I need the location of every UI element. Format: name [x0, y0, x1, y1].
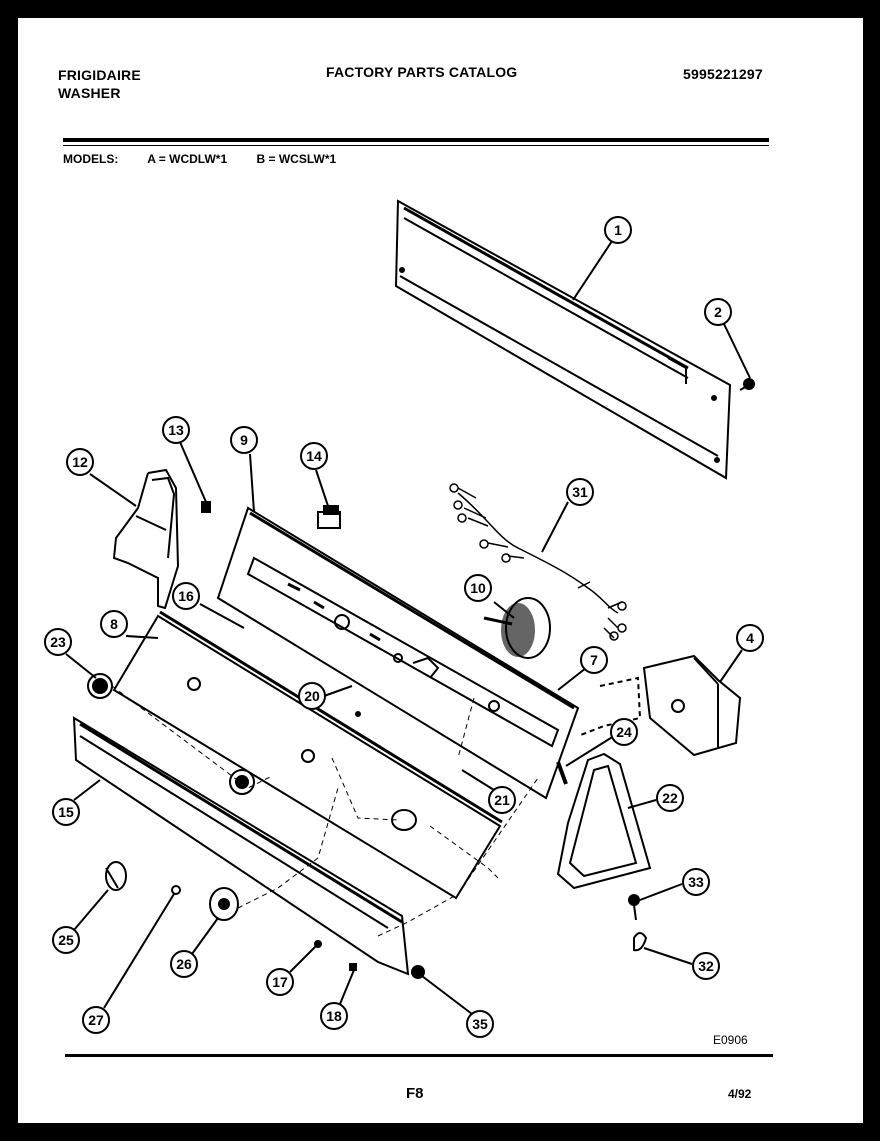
callout-22: 22 — [627, 784, 684, 812]
svg-text:12: 12 — [72, 454, 88, 470]
callout-13: 13 — [162, 416, 207, 503]
callout-21: 21 — [461, 769, 516, 814]
catalog-part-number: 5995221297 — [683, 66, 763, 82]
callout-7: 7 — [557, 646, 608, 691]
callout-20: 20 — [298, 682, 353, 710]
callout-16: 16 — [172, 582, 245, 629]
svg-text:2: 2 — [714, 304, 722, 320]
part-clip-13 — [201, 501, 211, 513]
callout-31: 31 — [541, 478, 594, 553]
callout-35: 35 — [421, 975, 494, 1038]
svg-text:16: 16 — [178, 588, 194, 604]
brand-block: FRIGIDAIRE WASHER — [58, 66, 141, 102]
svg-text:8: 8 — [110, 616, 118, 632]
callout-15: 15 — [52, 779, 101, 826]
svg-text:25: 25 — [58, 932, 74, 948]
callout-23: 23 — [44, 628, 97, 679]
svg-text:13: 13 — [168, 422, 184, 438]
svg-text:33: 33 — [688, 874, 704, 890]
callout-26: 26 — [170, 917, 219, 978]
part-knob-23 — [87, 673, 113, 699]
callout-1: 1 — [572, 216, 632, 301]
part-knob-25 — [105, 861, 127, 891]
part-35 — [411, 965, 425, 979]
callout-2: 2 — [704, 298, 751, 379]
model-a: A = WCDLW*1 — [147, 152, 228, 166]
svg-text:26: 26 — [176, 956, 192, 972]
page-number: F8 — [406, 1085, 424, 1102]
part-front-panel — [112, 610, 503, 900]
callout-14: 14 — [300, 442, 329, 507]
callout-18: 18 — [320, 969, 355, 1030]
callout-8: 8 — [100, 610, 159, 639]
part-pressure-switch — [577, 654, 742, 757]
svg-text:4: 4 — [746, 630, 754, 646]
svg-text:23: 23 — [50, 634, 66, 650]
diagram-code: E0906 — [713, 1033, 748, 1047]
part-bracket-left — [112, 468, 180, 610]
svg-text:15: 15 — [58, 804, 74, 820]
part-control-panel — [216, 506, 580, 800]
svg-text:22: 22 — [662, 790, 678, 806]
svg-text:18: 18 — [326, 1008, 342, 1024]
models-label: MODELS: — [63, 152, 119, 166]
svg-text:24: 24 — [616, 724, 632, 740]
callout-17: 17 — [266, 943, 319, 996]
product-type: WASHER — [58, 85, 121, 101]
header-rule — [63, 138, 769, 142]
callout-32: 32 — [643, 947, 720, 980]
date-code: 4/92 — [728, 1087, 752, 1101]
svg-text:35: 35 — [472, 1016, 488, 1032]
svg-text:10: 10 — [470, 580, 486, 596]
svg-text:9: 9 — [240, 432, 248, 448]
part-dial-26 — [209, 887, 239, 921]
part-27 — [171, 885, 181, 895]
svg-text:14: 14 — [306, 448, 322, 464]
svg-text:17: 17 — [272, 974, 288, 990]
part-rear-panel — [394, 199, 732, 480]
part-32 — [633, 932, 648, 952]
brand-name: FRIGIDAIRE — [58, 67, 141, 83]
svg-text:1: 1 — [614, 222, 622, 238]
callout-27: 27 — [82, 893, 175, 1034]
callout-24: 24 — [565, 718, 638, 767]
svg-text:7: 7 — [590, 652, 598, 668]
part-screw-2 — [739, 378, 755, 391]
part-front-trim — [72, 716, 410, 976]
callout-4: 4 — [719, 624, 764, 683]
exploded-parts-diagram: 1 2 4 7 8 9 10 12 13 14 15 16 17 18 20 2… — [44, 199, 764, 1038]
svg-text:32: 32 — [698, 958, 714, 974]
part-18 — [349, 963, 357, 971]
footer-rule — [65, 1054, 773, 1057]
callout-10: 10 — [464, 574, 515, 619]
svg-text:20: 20 — [304, 688, 320, 704]
svg-text:27: 27 — [88, 1012, 104, 1028]
models-line: MODELS: A = WCDLW*1 B = WCSLW*1 — [63, 152, 362, 166]
callout-33: 33 — [639, 868, 710, 901]
callout-9: 9 — [230, 426, 258, 513]
callout-25: 25 — [52, 889, 109, 954]
part-bracket-right — [556, 752, 652, 890]
callout-12: 12 — [66, 448, 137, 507]
model-b: B = WCSLW*1 — [256, 152, 337, 166]
svg-text:31: 31 — [572, 484, 588, 500]
part-switch-14 — [317, 505, 341, 529]
part-timer — [483, 597, 551, 659]
part-wire-harness — [449, 483, 627, 641]
svg-text:21: 21 — [494, 792, 510, 808]
catalog-title: FACTORY PARTS CATALOG — [326, 64, 518, 80]
part-33 — [628, 894, 640, 921]
part-screw-24 — [556, 761, 568, 785]
header-rule-thin — [63, 145, 769, 146]
catalog-page: FRIGIDAIRE WASHER FACTORY PARTS CATALOG … — [18, 18, 863, 1123]
